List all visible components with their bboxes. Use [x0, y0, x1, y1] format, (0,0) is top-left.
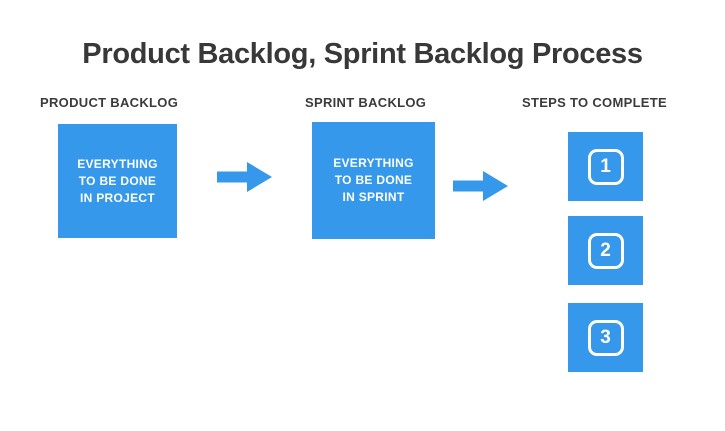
- sprint-backlog-box: EVERYTHING TO BE DONE IN SPRINT: [312, 122, 435, 239]
- product-backlog-box-line: EVERYTHING: [77, 156, 158, 171]
- step-number-badge-icon: 3: [587, 319, 624, 356]
- column-header-steps-to-complete: STEPS TO COMPLETE: [522, 95, 667, 110]
- page-title: Product Backlog, Sprint Backlog Process: [82, 38, 643, 70]
- step-number-badge-icon: 2: [587, 232, 624, 269]
- column-header-product-backlog: PRODUCT BACKLOG: [40, 95, 179, 110]
- product-backlog-box: EVERYTHING TO BE DONE IN PROJECT: [58, 124, 177, 238]
- product-backlog-box-line: TO BE DONE: [78, 173, 157, 188]
- sprint-backlog-box-line: IN SPRINT: [342, 190, 405, 204]
- sprint-backlog-box-line: EVERYTHING: [333, 156, 414, 170]
- step-box-3: 3: [568, 303, 643, 372]
- step-box-1: 1: [568, 132, 643, 201]
- product-backlog-box-line: IN PROJECT: [79, 190, 155, 205]
- sprint-backlog-box-line: TO BE DONE: [334, 173, 413, 187]
- step-box-2: 2: [568, 216, 643, 285]
- arrow-right-icon: [453, 170, 509, 202]
- arrow-right-icon: [217, 161, 273, 193]
- column-header-sprint-backlog: SPRINT BACKLOG: [305, 95, 427, 110]
- step-number-badge-icon: 1: [587, 148, 624, 185]
